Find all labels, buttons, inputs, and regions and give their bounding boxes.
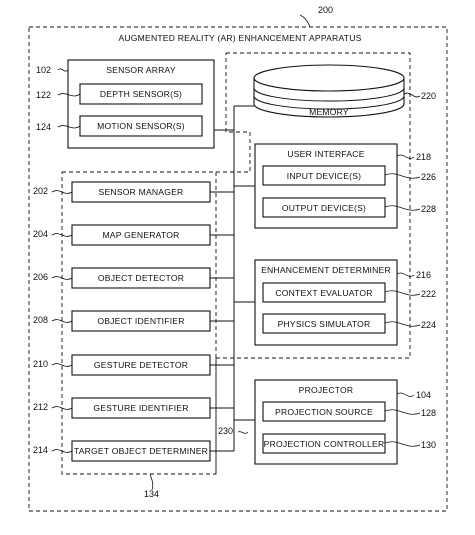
ref-228: 228 — [421, 204, 437, 214]
leader-200 — [299, 14, 311, 28]
leader-204 — [51, 233, 73, 237]
leader-134 — [149, 473, 154, 491]
map-generator-label: MAP GENERATOR — [102, 230, 180, 240]
output-device-label: OUTPUT DEVICE(S) — [281, 203, 367, 213]
leader-222 — [384, 290, 421, 296]
depth-sensor-label: DEPTH SENSOR(S) — [99, 89, 183, 99]
target-object-determiner-label: TARGET OBJECT DETERMINER — [73, 446, 209, 456]
leader-220 — [403, 92, 421, 98]
sensor-manager-label: SENSOR MANAGER — [98, 187, 184, 197]
connection-bus — [210, 105, 255, 452]
modules-boundary — [61, 171, 217, 475]
leader-216 — [396, 272, 415, 277]
input-device-label: INPUT DEVICE(S) — [286, 171, 362, 181]
leader-230 — [237, 431, 249, 434]
ref-104: 104 — [416, 390, 432, 400]
output-device-box — [262, 197, 386, 218]
ref-222: 222 — [421, 289, 437, 299]
gesture-detector-label: GESTURE DETECTOR — [93, 360, 189, 370]
leader-130 — [384, 441, 421, 447]
apparatus-boundary — [28, 26, 448, 512]
ref-210: 210 — [33, 359, 49, 369]
ref-102: 102 — [36, 65, 52, 75]
ref-212: 212 — [33, 402, 49, 412]
physics-simulator-box — [262, 313, 386, 334]
physics-simulator-label: PHYSICS SIMULATOR — [277, 319, 371, 329]
projection-controller-box — [262, 433, 386, 454]
ref-216: 216 — [416, 270, 432, 280]
ref-224: 224 — [421, 320, 437, 330]
leader-128 — [384, 409, 421, 415]
leader-228 — [384, 205, 421, 211]
input-device-box — [262, 165, 386, 186]
apparatus-title: AUGMENTED REALITY (AR) ENHANCEMENT APPAR… — [118, 33, 362, 43]
context-evaluator-box — [262, 282, 386, 303]
sensor-array-title: SENSOR ARRAY — [106, 65, 176, 75]
ref-122: 122 — [36, 90, 52, 100]
ref-214: 214 — [33, 445, 49, 455]
user-interface-title: USER INTERFACE — [287, 149, 365, 159]
motion-sensor-label: MOTION SENSOR(S) — [97, 121, 185, 131]
projection-controller-label: PROJECTION CONTROLLER — [263, 439, 385, 449]
leader-224 — [384, 321, 421, 327]
leader-124 — [57, 125, 81, 129]
ref-226: 226 — [421, 172, 437, 182]
leader-104 — [396, 392, 415, 397]
ref-204: 204 — [33, 229, 49, 239]
leader-212 — [51, 406, 73, 410]
ref-128: 128 — [421, 408, 437, 418]
leader-214 — [51, 449, 73, 453]
object-identifier-label: OBJECT IDENTIFIER — [97, 316, 185, 326]
ref-134: 134 — [144, 489, 160, 499]
leader-202 — [51, 190, 73, 194]
ref-130: 130 — [421, 440, 437, 450]
ref-230: 230 — [218, 426, 234, 436]
projection-source-label: PROJECTION SOURCE — [275, 407, 373, 417]
ref-202: 202 — [33, 186, 49, 196]
memory-region-boundary — [216, 52, 411, 359]
leader-122 — [57, 93, 81, 97]
object-detector-label: OBJECT DETECTOR — [97, 273, 185, 283]
leader-210 — [51, 363, 73, 367]
ref-200: 200 — [318, 5, 334, 15]
projection-source-box — [262, 401, 386, 422]
modules-region-top — [62, 53, 251, 173]
leader-208 — [51, 319, 73, 323]
gesture-identifier-label: GESTURE IDENTIFIER — [93, 403, 189, 413]
projector-title: PROJECTOR — [298, 385, 354, 395]
ref-208: 208 — [33, 315, 49, 325]
context-evaluator-label: CONTEXT EVALUATOR — [275, 288, 373, 298]
ref-206: 206 — [33, 272, 49, 282]
leader-206 — [51, 276, 73, 280]
leader-102 — [57, 68, 69, 72]
ref-124: 124 — [36, 122, 52, 132]
enhancement-determiner-title: ENHANCEMENT DETERMINER — [261, 265, 391, 275]
memory-cylinder — [253, 64, 405, 118]
memory-label: MEMORY — [309, 107, 349, 117]
ref-220: 220 — [421, 91, 437, 101]
leader-226 — [384, 173, 421, 179]
ref-218: 218 — [416, 152, 432, 162]
leader-218 — [396, 154, 415, 159]
